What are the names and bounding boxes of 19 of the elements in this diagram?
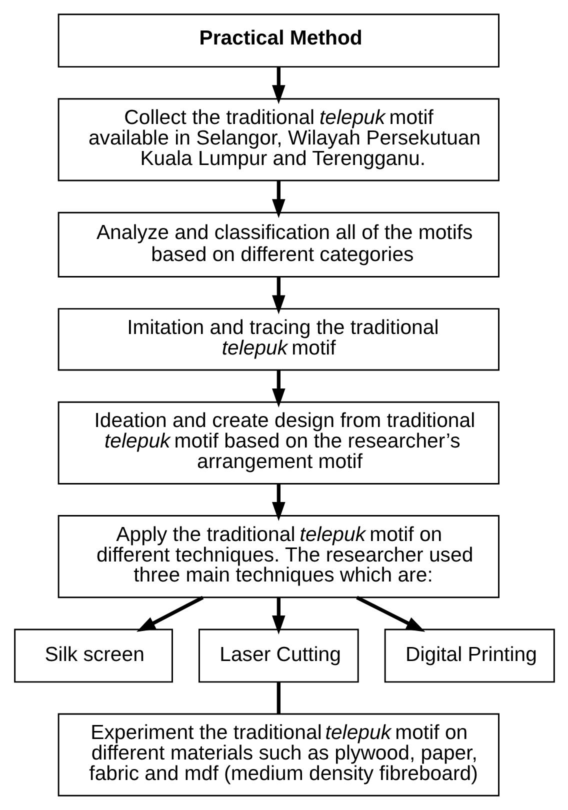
node-box: Imitation and tracing the traditional telepuk motif xyxy=(57,308,499,371)
arrow xyxy=(272,484,285,522)
arrow xyxy=(272,370,285,408)
node-box: Experiment the traditional telepuk motif on different materials such as plywood, paper, fabric and mdf (medium density fibreboard) xyxy=(57,713,499,796)
arrow xyxy=(272,67,285,104)
arrow xyxy=(272,180,285,218)
node-box: Ideation and create design from traditional telepuk motif based on the researcher’s arrangement motif xyxy=(57,401,499,484)
node-box: Practical Method xyxy=(57,14,499,68)
node-box: Digital Printing xyxy=(384,628,554,683)
node-box: Silk screen xyxy=(14,628,172,683)
arrow xyxy=(356,596,425,632)
connector xyxy=(276,682,280,714)
arrow xyxy=(136,596,204,632)
arrow xyxy=(272,277,285,314)
arrow xyxy=(272,598,285,634)
node-box: Analyze and classification all of the motifs based on different categories xyxy=(57,212,499,278)
node-box: Apply the traditional telepuk motif on different techniques. The researcher used three main techniques which are: xyxy=(57,515,499,598)
node-box: Laser Cutting xyxy=(198,628,358,683)
node-box: Collect the traditional telepuk motif available in Selangor, Wilayah Persekutuan Kuala Lumpur and Terengganu. xyxy=(57,98,499,182)
